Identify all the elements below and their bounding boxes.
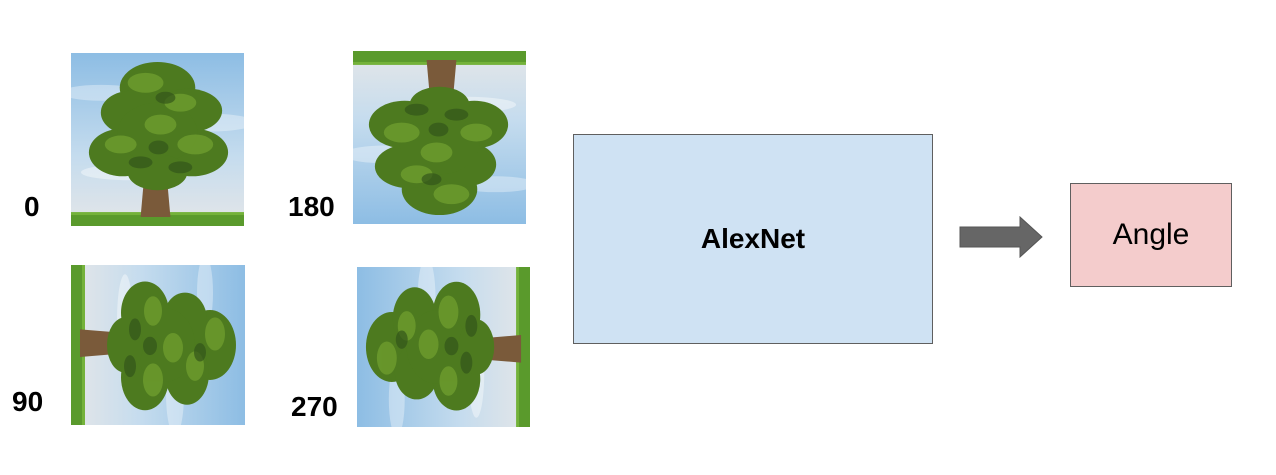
angle-label-180: 180 [288, 191, 335, 222]
angle-output-box: Angle [1070, 183, 1232, 287]
tree-image-270deg [357, 267, 530, 427]
tree-image-90deg [71, 265, 245, 425]
angle-label-90: 90 [12, 386, 44, 417]
tree-image-180deg [353, 51, 526, 224]
angle-label-270: 270 [291, 391, 338, 422]
tree-image-0deg [71, 53, 244, 226]
angle-output-label: Angle [1112, 218, 1190, 251]
angle-label-0: 0 [24, 191, 40, 222]
alexnet-label: AlexNet [700, 223, 806, 254]
right-arrow-icon [959, 216, 1043, 258]
alexnet-box: AlexNet [573, 134, 933, 344]
